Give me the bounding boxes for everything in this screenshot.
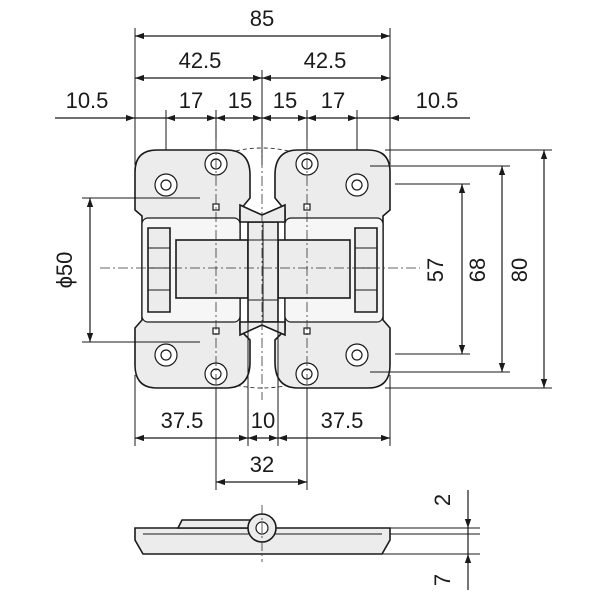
dim-height-68: 68	[465, 258, 490, 282]
dim-bottom-left: 37.5	[161, 408, 204, 433]
right-vertical-dimensions: 57 68 80	[370, 149, 552, 389]
dim-center-offset-right: 15	[273, 88, 297, 113]
dim-overall-width: 85	[250, 6, 274, 31]
screw-hole-r-br	[345, 343, 369, 367]
screw-hole-tl	[154, 173, 178, 197]
hinge-plan-view	[100, 140, 420, 400]
dim-bottom-span: 32	[250, 452, 274, 477]
dim-edge-right: 10.5	[416, 88, 459, 113]
dim-hole-spacing-right: 17	[321, 88, 345, 113]
dim-half-width-left: 42.5	[179, 48, 222, 73]
screw-hole-r-tr	[345, 173, 369, 197]
dim-hole-spacing-left: 17	[179, 88, 203, 113]
dim-half-width-right: 42.5	[304, 48, 347, 73]
dim-diameter: ϕ50	[52, 252, 77, 289]
dim-height-80: 80	[507, 258, 532, 282]
dim-height-57: 57	[423, 258, 448, 282]
dim-edge-left: 10.5	[66, 88, 109, 113]
dim-center-offset-left: 15	[228, 88, 252, 113]
dim-bottom-center: 10	[251, 408, 275, 433]
screw-hole-bl	[154, 343, 178, 367]
bottom-dimensions: 37.5 10 37.5 32	[134, 322, 391, 490]
dim-side-thickness-top: 2	[430, 494, 455, 506]
top-dimensions: 85 42.5 42.5 10.5 17 15 15 17 10.5	[55, 6, 470, 165]
diameter-dimension: ϕ50	[52, 197, 200, 343]
dim-bottom-right: 37.5	[321, 408, 364, 433]
hinge-side-view: 2 7	[134, 490, 480, 590]
dim-side-thickness-bottom: 7	[430, 574, 455, 586]
